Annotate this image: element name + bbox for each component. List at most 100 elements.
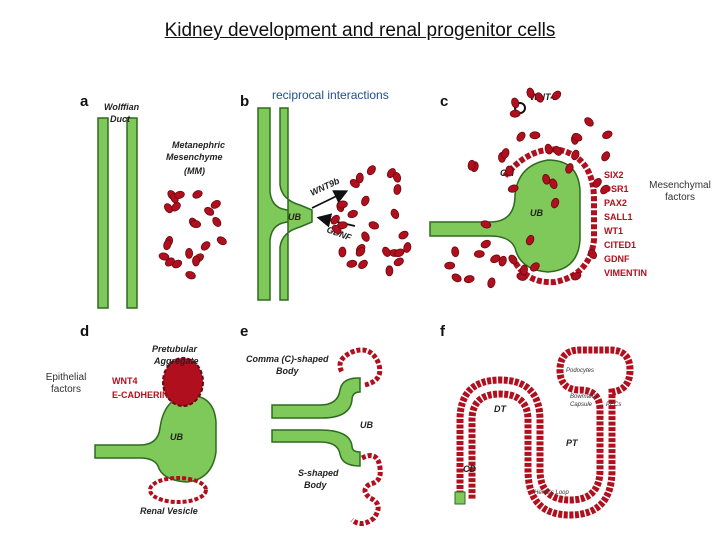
mesenchyme-cell <box>473 250 485 258</box>
mesenchyme-cell <box>530 262 540 272</box>
pecs-label: PECs <box>606 402 621 408</box>
mesenchyme-cell <box>565 163 574 174</box>
mesenchyme-cell <box>171 201 181 212</box>
mesenchyme-cell <box>542 173 551 185</box>
ub-d <box>94 394 217 483</box>
mesenchyme-cell <box>358 259 368 270</box>
mesenchyme-cell <box>192 190 203 199</box>
pretubular-label: Pretubular <box>152 344 198 354</box>
duct-label: Duct <box>110 114 131 124</box>
wnt9b-arrow <box>311 190 349 209</box>
mesenchyme-cell <box>164 203 173 214</box>
ub-c <box>429 159 581 273</box>
mesenchyme-cell <box>355 247 366 257</box>
s-shaped-body <box>350 453 383 526</box>
mesenchyme-cell <box>361 231 370 242</box>
mesenchyme-cell <box>330 214 340 225</box>
mm-label: (MM) <box>184 166 205 176</box>
panel-b: UB WNT9b GDNF <box>257 107 412 301</box>
mesenchyme-cell <box>393 257 404 267</box>
mesenchyme-cell <box>511 97 520 109</box>
capsule-label: Capsule <box>570 402 593 408</box>
factor-wt1: WT1 <box>604 226 623 236</box>
reciprocal-note: reciprocal interactions <box>272 88 389 102</box>
panel-b-letter: b <box>240 93 249 110</box>
ub-label-c: UB <box>530 208 543 218</box>
mesenchyme-cell <box>204 207 215 216</box>
comma-shaped-body <box>337 347 383 388</box>
mesenchyme-cell <box>507 184 519 193</box>
pretubular-aggregate <box>162 357 204 407</box>
ub-bud-b <box>279 107 313 301</box>
panel-e: Comma (C)-shaped Body UB S-shaped Body <box>246 347 383 526</box>
mesenchyme-cell <box>480 239 491 249</box>
mesenchyme-cell <box>451 246 460 258</box>
mesenchymal-note-line2: factors <box>664 192 695 203</box>
renal-vesicle <box>148 476 208 504</box>
mesenchyme-cell <box>602 130 613 140</box>
mesenchyme-cell <box>163 239 172 251</box>
mesenchyme-cell <box>216 236 227 246</box>
comma-body-label: Body <box>276 366 299 376</box>
mesenchymal-note-line1: Mesenchymal <box>649 180 711 191</box>
mesenchyme-cell <box>520 264 528 276</box>
mesenchyme-cell <box>158 252 170 261</box>
factor-sall1: SALL1 <box>604 212 633 222</box>
wolffian-duct-right <box>126 117 138 309</box>
mesenchyme-cell <box>451 273 462 283</box>
wolffian-duct-left <box>97 117 109 309</box>
mesenchyme-cell <box>571 149 580 161</box>
mesenchyme-cell <box>190 220 202 228</box>
mesenchyme-cell <box>185 271 196 280</box>
panel-f-letter: f <box>440 323 446 340</box>
mesenchyme-cell <box>165 257 175 267</box>
mesenchyme-cell <box>601 151 611 162</box>
ub-label-e: UB <box>360 420 373 430</box>
mesenchyme-cell <box>549 178 558 190</box>
mesenchyme-cell <box>498 255 507 267</box>
factor-six2: SIX2 <box>604 170 624 180</box>
panel-c: WNT4 CM UB SIX2 OSR1 PAX2 SALL1 WT1 CITE… <box>429 87 647 289</box>
mesenchyme-cell <box>331 224 342 235</box>
mesenchyme-cell <box>368 221 380 230</box>
epithelial-note-line2: factors <box>50 384 81 395</box>
mesenchyme-cell <box>398 230 409 240</box>
factor-cited1: CITED1 <box>604 240 636 250</box>
collecting-duct <box>454 491 466 505</box>
mesenchyme-cell <box>171 259 183 269</box>
mesenchyme-cell <box>508 254 518 265</box>
mesenchyme-cell <box>584 117 594 127</box>
mesenchyme-cell <box>385 265 394 277</box>
mesenchyme-cell <box>535 92 544 103</box>
mesenchyme-cell <box>490 254 501 264</box>
mesenchyme-cell <box>337 200 348 209</box>
mesenchyme-cell <box>480 220 492 229</box>
mesenchyme-cell <box>338 246 347 258</box>
mesenchyme-cell <box>551 90 562 101</box>
bowmans-label: Bowman's <box>570 394 598 400</box>
mesenchymal-note: Mesenchymal factors <box>640 180 720 204</box>
factor-gdnf: GDNF <box>604 254 630 264</box>
mesenchyme-cell <box>392 172 402 183</box>
panel-d-letter: d <box>80 323 89 340</box>
mesenchyme-cell <box>526 87 535 99</box>
mesenchyme-cell <box>346 259 358 268</box>
ub-e-upper <box>271 377 361 419</box>
epithelial-note-line1: Epithelial <box>45 372 87 383</box>
mesenchyme-cell <box>444 261 456 270</box>
factor-wnt4: WNT4 <box>112 376 138 386</box>
mesenchyme-cell <box>467 159 476 171</box>
mesenchyme-cell <box>361 195 370 207</box>
mesenchyme-cell <box>600 184 610 195</box>
mesenchyme-cell <box>571 271 582 281</box>
mesenchyme-cell <box>349 179 360 188</box>
panel-e-letter: e <box>240 323 248 340</box>
mesenchyme-cell <box>525 234 535 246</box>
page-title: Kidney development and renal progenitor … <box>164 20 556 41</box>
epithelial-note: Epithelial factors <box>30 372 102 396</box>
mesenchymal-factor-list: SIX2 OSR1 PAX2 SALL1 WT1 CITED1 GDNF VIM… <box>604 170 647 278</box>
mesenchyme-cell <box>592 178 602 188</box>
cd-label: CD <box>463 464 476 474</box>
mesenchyme-cell <box>393 184 402 195</box>
